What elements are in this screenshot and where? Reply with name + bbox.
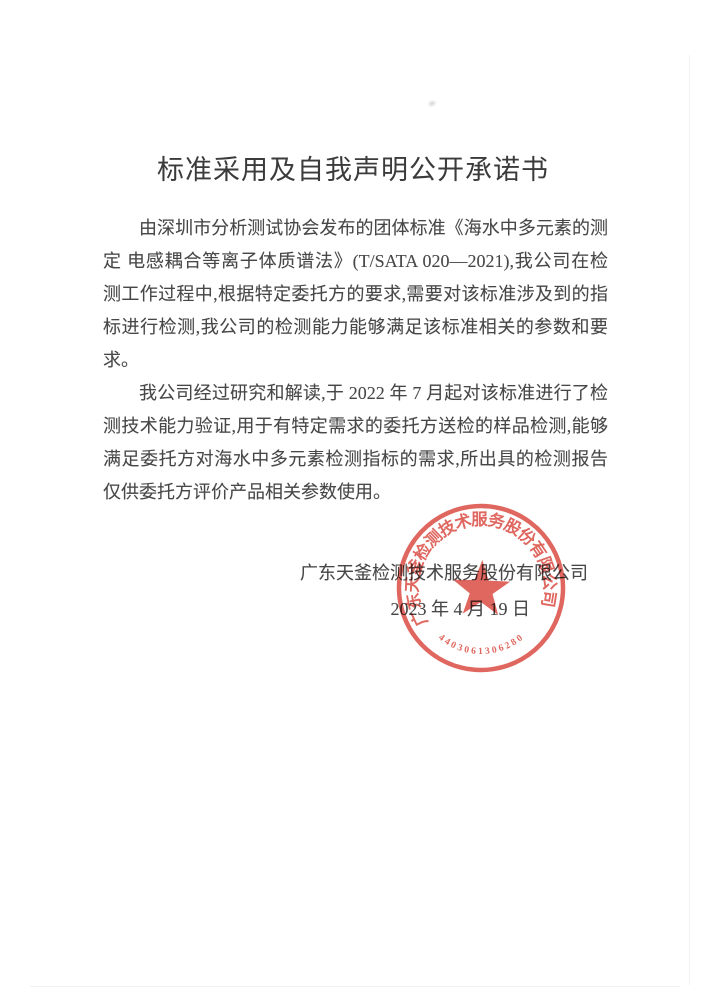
paragraph-1: 由深圳市分析测试协会发布的团体标准《海水中多元素的测定 电感耦合等离子体质谱法》… — [103, 218, 608, 370]
signature-company-name: 广东天釜检测技术服务股份有限公司 — [300, 563, 588, 583]
scan-edge-right — [689, 55, 690, 985]
scan-edge-bottom — [30, 986, 680, 987]
signature-block: 广东天釜检测技术服务股份有限公司 2023 年 4 月 19 日 — [0, 561, 706, 621]
document-body: 由深圳市分析测试协会发布的团体标准《海水中多元素的测定 电感耦合等离子体质谱法》… — [0, 212, 706, 509]
scan-smudge — [426, 98, 438, 109]
signature-date: 2023 年 4 月 19 日 — [390, 599, 531, 619]
document-title: 标准采用及自我声明公开承诺书 — [157, 155, 549, 185]
paragraph-2: 我公司经过研究和解读,于 2022 年 7 月起对该标准进行了检测技术能力验证,… — [103, 383, 608, 502]
seal-serial-number: 4403061306280 — [435, 621, 528, 663]
svg-text:4403061306280: 4403061306280 — [435, 621, 528, 663]
